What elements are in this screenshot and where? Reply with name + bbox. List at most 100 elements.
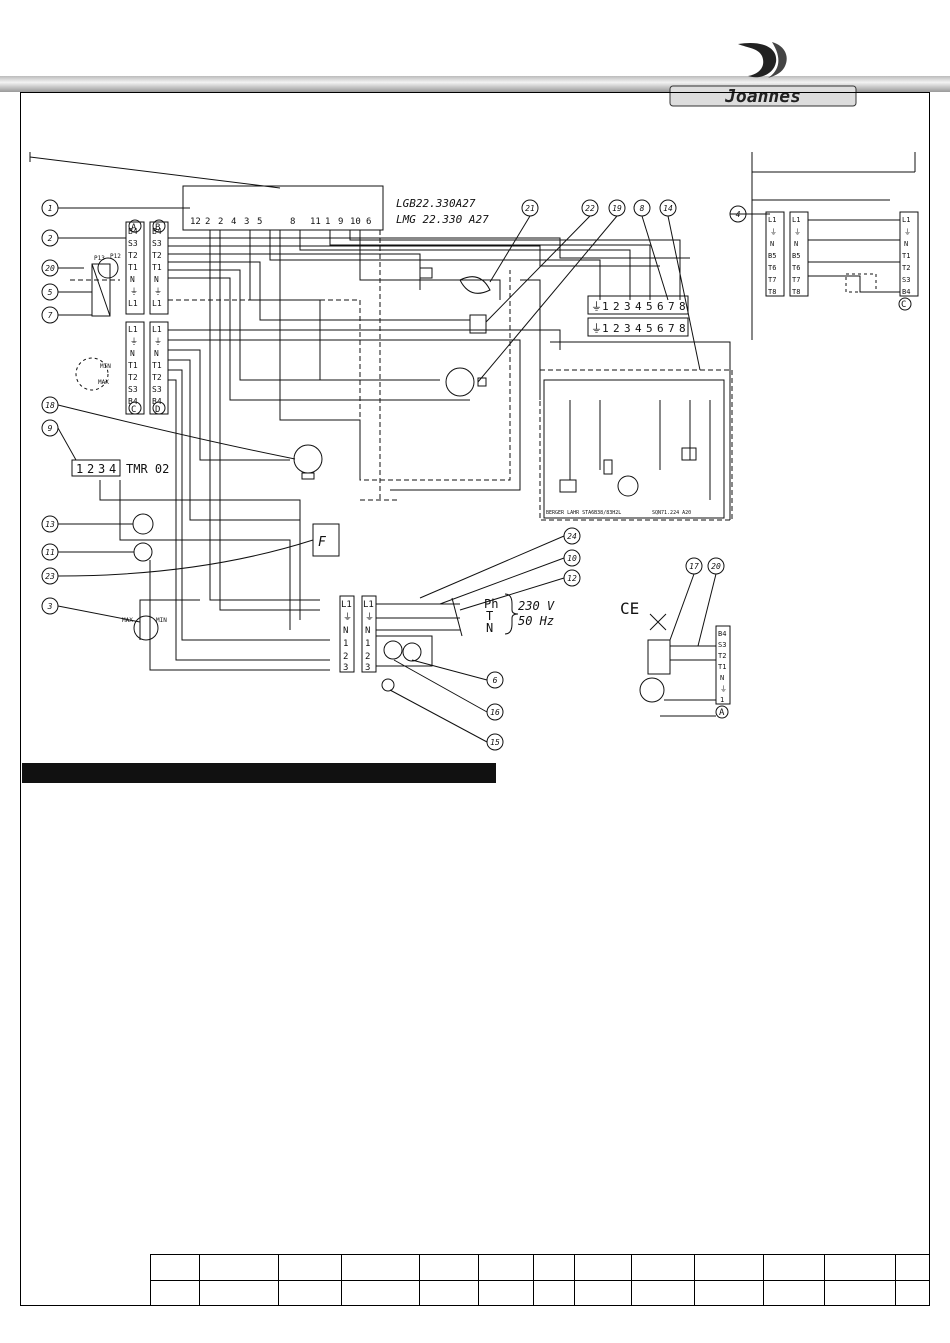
phase-label: N bbox=[486, 621, 493, 635]
conn-d-pin: T2 bbox=[152, 373, 162, 382]
callout-number: 10 bbox=[567, 554, 577, 563]
conn-c-pin: N bbox=[130, 349, 135, 358]
ctrl-term-0: 12 bbox=[190, 217, 201, 227]
supply-term: ⏚ bbox=[343, 612, 352, 623]
conn-c-pin: T2 bbox=[128, 373, 138, 382]
callout-number: 7 bbox=[48, 311, 53, 320]
callout-number: 19 bbox=[612, 204, 622, 213]
max-label: MAX bbox=[98, 379, 109, 386]
strip-term: 8 bbox=[679, 322, 686, 335]
supply-term: 1 bbox=[343, 639, 348, 649]
p12-label: P12 bbox=[110, 253, 121, 260]
callout-number: 14 bbox=[663, 204, 673, 213]
strip-term: 5 bbox=[646, 322, 653, 335]
conn-d-pin: S3 bbox=[152, 385, 162, 394]
timer-digit: 3 bbox=[98, 462, 105, 476]
conn-a-pin: T1 bbox=[128, 263, 138, 272]
conn-b-pin: T1 bbox=[152, 263, 162, 272]
c-right-pin: N bbox=[904, 240, 908, 248]
callout-number: 20 bbox=[711, 562, 721, 571]
conn-c-pin: B4 bbox=[128, 397, 138, 406]
c-right-pin: L1 bbox=[792, 216, 800, 224]
c-right-pin: T7 bbox=[768, 276, 776, 284]
strip-term: 4 bbox=[635, 300, 642, 313]
strip-term: 1 bbox=[602, 300, 609, 313]
timer-digit: 4 bbox=[109, 462, 116, 476]
supply-term: L1 bbox=[341, 600, 352, 610]
c-right-pin: ⏚ bbox=[770, 228, 777, 236]
supply-term: N bbox=[365, 626, 370, 636]
callout-number: 9 bbox=[48, 424, 53, 433]
conn-b-pin: T2 bbox=[152, 251, 162, 260]
timer-digit: 1 bbox=[76, 462, 83, 476]
c-right-pin: B5 bbox=[768, 252, 776, 260]
c-right-pin: L1 bbox=[902, 216, 910, 224]
supply-term: 1 bbox=[365, 639, 370, 649]
ctrl-term-2: 2 bbox=[218, 217, 223, 227]
c-right-pin: T6 bbox=[792, 264, 800, 272]
supply-term: N bbox=[343, 626, 348, 636]
ctrl-term-9: 9 bbox=[338, 217, 343, 227]
strip-term: 2 bbox=[613, 322, 620, 335]
callout-number: 5 bbox=[48, 288, 53, 297]
min-label: MIN bbox=[156, 617, 167, 624]
fuse-label: F bbox=[318, 535, 327, 550]
callout-number: 23 bbox=[45, 572, 55, 581]
c-right-pin: T1 bbox=[902, 252, 910, 260]
callout-number: 16 bbox=[490, 708, 500, 717]
conn-b-pin: N bbox=[154, 275, 159, 284]
c-right-pin: B5 bbox=[792, 252, 800, 260]
c-right-pin: T8 bbox=[768, 288, 776, 296]
conn-a-pin: ⏚ bbox=[130, 287, 138, 296]
callout-number: 21 bbox=[525, 204, 535, 213]
a-small-pin: S3 bbox=[718, 641, 726, 649]
supply-term: 3 bbox=[365, 663, 370, 673]
ctrl-term-4: 3 bbox=[244, 217, 249, 227]
callout-number: 6 bbox=[493, 676, 498, 685]
conn-a-pin: N bbox=[130, 275, 135, 284]
phase-label: T bbox=[486, 609, 493, 623]
strip-term: 6 bbox=[657, 322, 664, 335]
wiring-schematic: LGB22.330A27 LMG 22.330 A27 12 2 2 4 3 5… bbox=[29, 152, 919, 751]
conn-a-label: A bbox=[131, 223, 137, 233]
conn-b-pin: ⏚ bbox=[154, 287, 162, 296]
c-right-pin: S3 bbox=[902, 276, 910, 284]
conn-d-label: D bbox=[155, 405, 160, 415]
strip-term: 2 bbox=[613, 300, 620, 313]
conn-a-pin: S3 bbox=[128, 239, 138, 248]
a-small-pin: B4 bbox=[718, 630, 726, 638]
ctrl-term-7: 11 bbox=[310, 217, 321, 227]
conn-c-pin: S3 bbox=[128, 385, 138, 394]
timer-label: TMR 02 bbox=[126, 462, 169, 476]
strip-term: ⏚ bbox=[591, 322, 602, 335]
callout-number: 15 bbox=[490, 738, 500, 747]
c-right-pin: T8 bbox=[792, 288, 800, 296]
c-right-pin: T2 bbox=[902, 264, 910, 272]
conn-d-pin: T1 bbox=[152, 361, 162, 370]
supply-term: 2 bbox=[365, 652, 370, 662]
relay-legend-2: SQN71.224 A20 bbox=[652, 510, 691, 516]
conn-c-pin: L1 bbox=[128, 325, 138, 334]
callout-number: 1 bbox=[48, 204, 53, 213]
ctrl-term-10: 10 bbox=[350, 217, 361, 227]
supply-voltage: 230 V bbox=[518, 599, 555, 613]
c-right-pin: N bbox=[770, 240, 774, 248]
callout-number: 13 bbox=[45, 520, 55, 529]
strip-term: 6 bbox=[657, 300, 664, 313]
conn-b-pin: S3 bbox=[152, 239, 162, 248]
supply-term: 3 bbox=[343, 663, 348, 673]
conn-d-pin: B4 bbox=[152, 397, 162, 406]
ce-mark: CE bbox=[620, 599, 639, 618]
c-right-pin: L1 bbox=[768, 216, 776, 224]
supply-term: L1 bbox=[363, 600, 374, 610]
c-right-pin: N bbox=[794, 240, 798, 248]
a-small-pin: N bbox=[720, 674, 724, 682]
strip-term: 3 bbox=[624, 322, 631, 335]
c-right-pin: ⏚ bbox=[904, 228, 911, 236]
supply-term: ⏚ bbox=[365, 612, 374, 623]
ctrl-term-8: 1 bbox=[325, 217, 330, 227]
controller-model-2: LMG 22.330 A27 bbox=[396, 213, 489, 226]
ctrl-term-11: 6 bbox=[366, 217, 371, 227]
a-small-pin: T1 bbox=[718, 663, 726, 671]
